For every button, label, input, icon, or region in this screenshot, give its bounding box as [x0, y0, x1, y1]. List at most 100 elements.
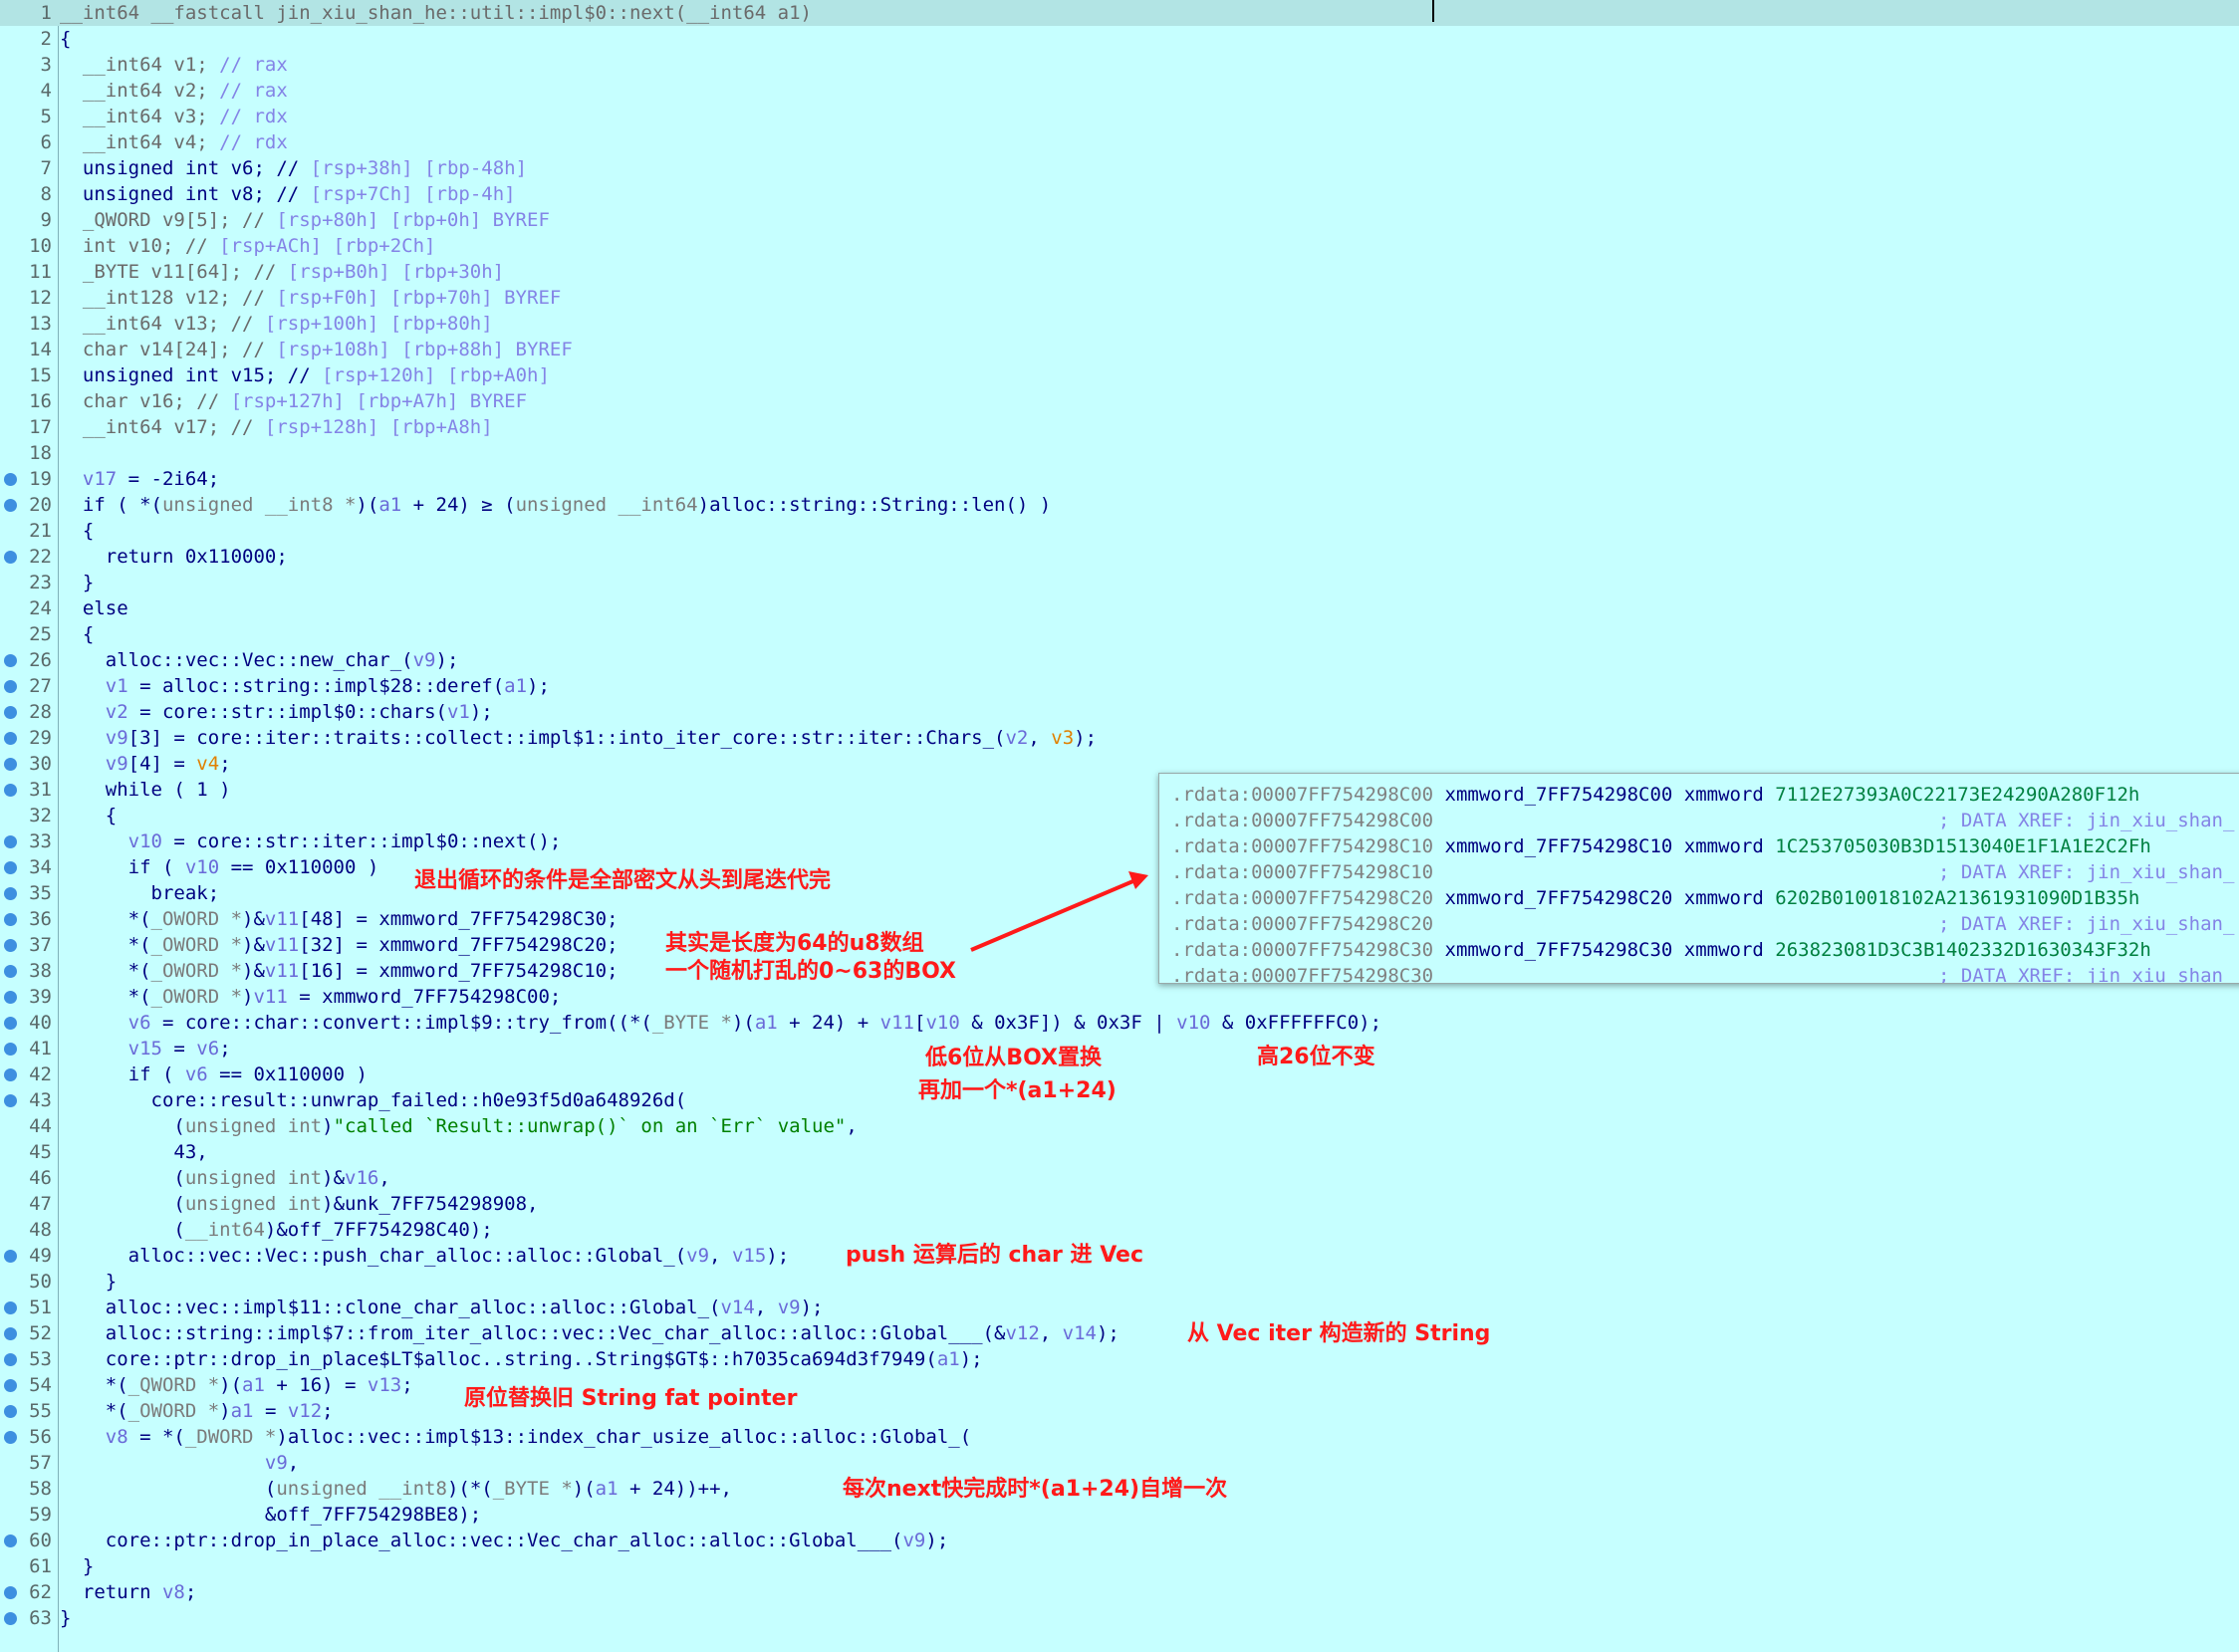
code-line[interactable]: 16 char v16; // [rsp+127h] [rbp+A7h] BYR… — [0, 388, 2239, 414]
breakpoint-dot-icon[interactable] — [4, 551, 17, 564]
code-line[interactable]: 17 __int64 v17; // [rsp+128h] [rbp+A8h] — [0, 414, 2239, 440]
code-line[interactable]: 3 __int64 v1; // rax — [0, 52, 2239, 78]
code-line[interactable]: 20 if ( *(unsigned __int8 *)(a1 + 24) ≥ … — [0, 492, 2239, 518]
breakpoint-dot-icon[interactable] — [4, 887, 17, 900]
code-token: while ( 1 ) — [60, 779, 231, 801]
code-line[interactable]: 51 alloc::vec::impl$11::clone_char_alloc… — [0, 1295, 2239, 1320]
code-line[interactable]: 57 v9, — [0, 1450, 2239, 1476]
breakpoint-dot-icon[interactable] — [4, 1612, 17, 1625]
code-line[interactable]: 27 v1 = alloc::string::impl$28::deref(a1… — [0, 673, 2239, 699]
code-token: _BYTE * — [651, 1012, 732, 1034]
code-line[interactable]: 37 *(_OWORD *)&v11[32] = xmmword_7FF7542… — [0, 932, 2239, 958]
code-line[interactable]: 2{ — [0, 26, 2239, 52]
breakpoint-dot-icon[interactable] — [4, 991, 17, 1004]
code-line[interactable]: 58 (unsigned __int8)(*(_BYTE *)(a1 + 24)… — [0, 1476, 2239, 1502]
code-line[interactable]: 12 __int128 v12; // [rsp+F0h] [rbp+70h] … — [0, 285, 2239, 311]
code-line[interactable]: 31 while ( 1 ) — [0, 777, 2239, 803]
code-line[interactable]: 42 if ( v6 == 0x110000 ) — [0, 1062, 2239, 1087]
breakpoint-dot-icon[interactable] — [4, 1017, 17, 1030]
breakpoint-dot-icon[interactable] — [4, 1068, 17, 1081]
code-line[interactable]: 15 unsigned int v15; // [rsp+120h] [rbp+… — [0, 362, 2239, 388]
code-line[interactable]: 47 (unsigned int)&unk_7FF754298908, — [0, 1191, 2239, 1217]
breakpoint-dot-icon[interactable] — [4, 473, 17, 486]
code-line[interactable]: 24 else — [0, 595, 2239, 621]
code-line[interactable]: 28 v2 = core::str::impl$0::chars(v1); — [0, 699, 2239, 725]
breakpoint-dot-icon[interactable] — [4, 1327, 17, 1340]
code-line[interactable]: 43 core::result::unwrap_failed::h0e93f5d… — [0, 1087, 2239, 1113]
code-line[interactable]: 50 } — [0, 1269, 2239, 1295]
code-line[interactable]: 29 v9[3] = core::iter::traits::collect::… — [0, 725, 2239, 751]
breakpoint-dot-icon[interactable] — [4, 939, 17, 952]
code-line[interactable]: 35 break; — [0, 880, 2239, 906]
code-line[interactable]: 59 &off_7FF754298BE8); — [0, 1502, 2239, 1528]
code-line[interactable]: 13 __int64 v13; // [rsp+100h] [rbp+80h] — [0, 311, 2239, 337]
code-token: unsigned int v6; // — [60, 157, 311, 179]
code-line[interactable]: 25 { — [0, 621, 2239, 647]
code-line[interactable]: 26 alloc::vec::Vec::new_char_(v9); — [0, 647, 2239, 673]
code-line[interactable]: 7 unsigned int v6; // [rsp+38h] [rbp-48h… — [0, 155, 2239, 181]
line-number: 42 — [29, 1063, 52, 1085]
breakpoint-dot-icon[interactable] — [4, 1405, 17, 1418]
breakpoint-dot-icon[interactable] — [4, 1250, 17, 1263]
code-line[interactable]: 40 v6 = core::char::convert::impl$9::try… — [0, 1010, 2239, 1036]
code-line[interactable]: 11 _BYTE v11[64]; // [rsp+B0h] [rbp+30h] — [0, 259, 2239, 285]
code-line[interactable]: 32 { — [0, 803, 2239, 828]
breakpoint-dot-icon[interactable] — [4, 654, 17, 667]
code-line[interactable]: 1__int64 __fastcall jin_xiu_shan_he::uti… — [0, 0, 2239, 26]
code-line[interactable]: 55 *(_OWORD *)a1 = v12; — [0, 1398, 2239, 1424]
breakpoint-dot-icon[interactable] — [4, 965, 17, 978]
code-line[interactable]: 21 { — [0, 518, 2239, 544]
code-line[interactable]: 53 core::ptr::drop_in_place$LT$alloc..st… — [0, 1346, 2239, 1372]
code-line[interactable]: 63} — [0, 1605, 2239, 1631]
breakpoint-dot-icon[interactable] — [4, 680, 17, 693]
code-line[interactable]: 6 __int64 v4; // rdx — [0, 129, 2239, 155]
code-line[interactable]: 5 __int64 v3; // rdx — [0, 104, 2239, 129]
breakpoint-dot-icon[interactable] — [4, 1301, 17, 1314]
breakpoint-dot-icon[interactable] — [4, 1379, 17, 1392]
code-line[interactable]: 48 (__int64)&off_7FF754298C40); — [0, 1217, 2239, 1243]
code-line[interactable]: 18 — [0, 440, 2239, 466]
breakpoint-dot-icon[interactable] — [4, 499, 17, 512]
breakpoint-dot-icon[interactable] — [4, 1586, 17, 1599]
breakpoint-dot-icon[interactable] — [4, 1431, 17, 1444]
code-line[interactable]: 8 unsigned int v8; // [rsp+7Ch] [rbp-4h] — [0, 181, 2239, 207]
breakpoint-dot-icon[interactable] — [4, 758, 17, 771]
breakpoint-dot-icon[interactable] — [4, 732, 17, 745]
code-line[interactable]: 30 v9[4] = v4; — [0, 751, 2239, 777]
breakpoint-dot-icon[interactable] — [4, 1043, 17, 1056]
breakpoint-dot-icon[interactable] — [4, 1534, 17, 1547]
code-line[interactable]: 22 return 0x110000; — [0, 544, 2239, 570]
breakpoint-dot-icon[interactable] — [4, 1094, 17, 1107]
code-line[interactable]: 46 (unsigned int)&v16, — [0, 1165, 2239, 1191]
breakpoint-dot-icon[interactable] — [4, 861, 17, 874]
breakpoint-dot-icon[interactable] — [4, 1353, 17, 1366]
code-line[interactable]: 56 v8 = *(_DWORD *)alloc::vec::impl$13::… — [0, 1424, 2239, 1450]
line-number: 50 — [29, 1271, 52, 1293]
code-line[interactable]: 36 *(_OWORD *)&v11[48] = xmmword_7FF7542… — [0, 906, 2239, 932]
code-line[interactable]: 23 } — [0, 570, 2239, 595]
code-line[interactable]: 9 _QWORD v9[5]; // [rsp+80h] [rbp+0h] BY… — [0, 207, 2239, 233]
code-line[interactable]: 60 core::ptr::drop_in_place_alloc::vec::… — [0, 1528, 2239, 1553]
code-line[interactable]: 19 v17 = -2i64; — [0, 466, 2239, 492]
breakpoint-dot-icon[interactable] — [4, 835, 17, 848]
code-line[interactable]: 45 43, — [0, 1139, 2239, 1165]
code-line[interactable]: 44 (unsigned int)"called `Result::unwrap… — [0, 1113, 2239, 1139]
breakpoint-dot-icon[interactable] — [4, 913, 17, 926]
line-number: 4 — [40, 80, 52, 102]
code-line[interactable]: 41 v15 = v6; — [0, 1036, 2239, 1062]
code-line[interactable]: 39 *(_OWORD *)v11 = xmmword_7FF754298C00… — [0, 984, 2239, 1010]
code-line[interactable]: 14 char v14[24]; // [rsp+108h] [rbp+88h]… — [0, 337, 2239, 362]
breakpoint-dot-icon[interactable] — [4, 784, 17, 797]
code-line[interactable]: 52 alloc::string::impl$7::from_iter_allo… — [0, 1320, 2239, 1346]
code-line[interactable]: 34 if ( v10 == 0x110000 ) — [0, 854, 2239, 880]
code-line[interactable]: 33 v10 = core::str::iter::impl$0::next()… — [0, 828, 2239, 854]
breakpoint-dot-icon[interactable] — [4, 706, 17, 719]
code-line[interactable]: 49 alloc::vec::Vec::push_char_alloc::all… — [0, 1243, 2239, 1269]
code-line[interactable]: 4 __int64 v2; // rax — [0, 78, 2239, 104]
code-line[interactable]: 10 int v10; // [rsp+ACh] [rbp+2Ch] — [0, 233, 2239, 259]
code-line[interactable]: 38 *(_OWORD *)&v11[16] = xmmword_7FF7542… — [0, 958, 2239, 984]
code-line[interactable]: 54 *(_QWORD *)(a1 + 16) = v13; — [0, 1372, 2239, 1398]
code-line[interactable]: 61 } — [0, 1553, 2239, 1579]
code-token: )& — [242, 934, 265, 956]
code-line[interactable]: 62 return v8; — [0, 1579, 2239, 1605]
